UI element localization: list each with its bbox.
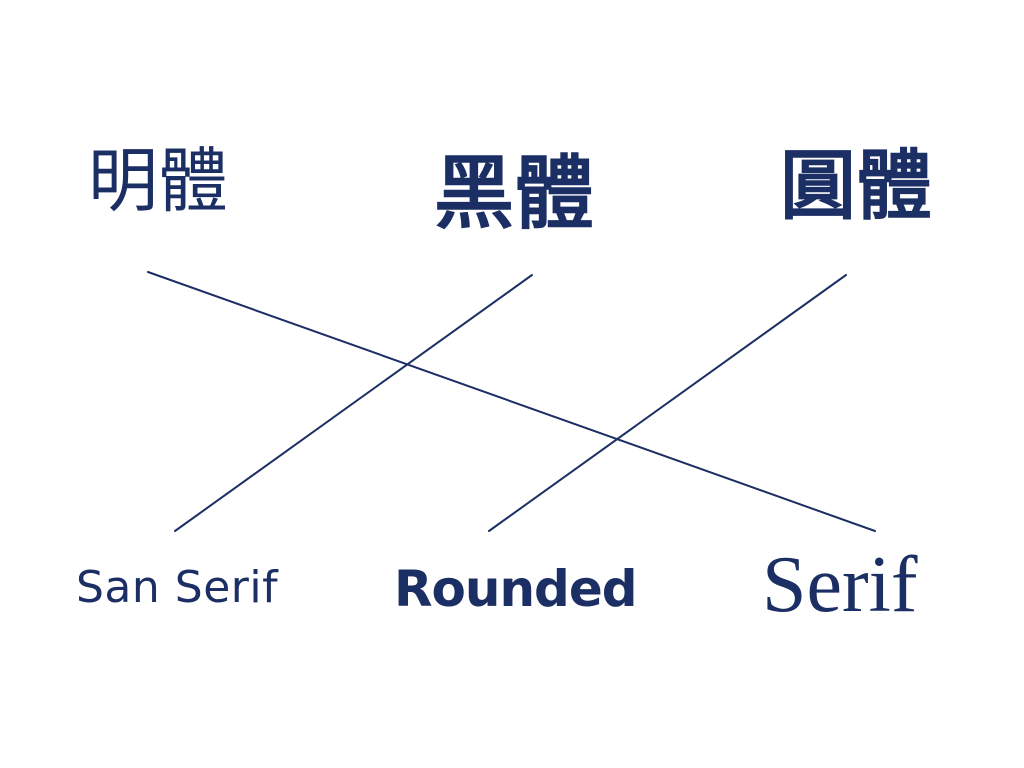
- connector-gothic-sans-serif: [174, 274, 533, 532]
- term-sans-serif: San Serif: [76, 562, 279, 613]
- term-mincho: 明體: [88, 140, 228, 222]
- connector-mincho-serif: [147, 271, 876, 532]
- term-rounded: Rounded: [394, 560, 638, 618]
- term-gothic: 黑體: [434, 147, 594, 240]
- term-serif: Serif: [762, 541, 918, 629]
- connector-maru-rounded: [488, 274, 847, 532]
- term-maru: 圓體: [780, 141, 932, 230]
